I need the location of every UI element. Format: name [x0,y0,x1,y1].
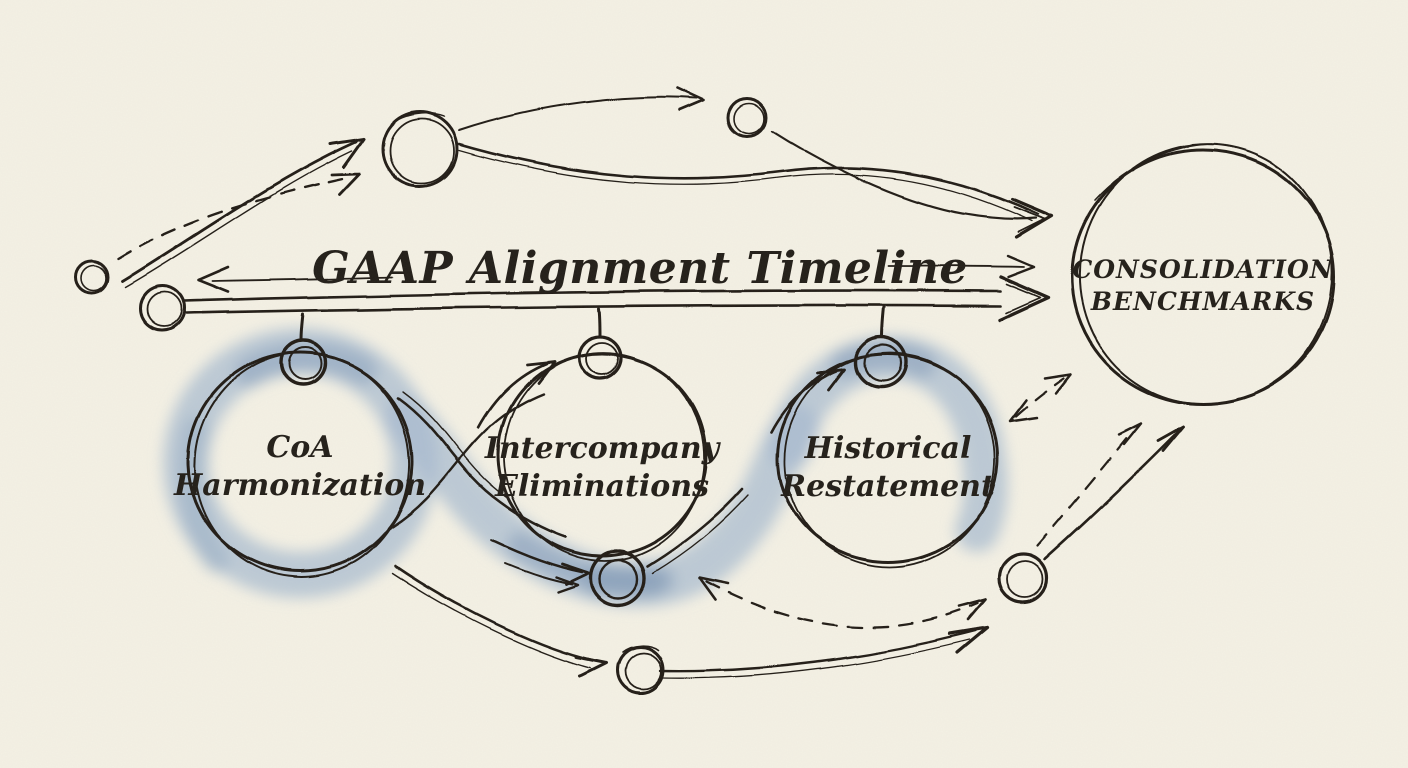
diagram-svg: GAAP Alignment Timeline CoA Harmonizatio… [0,0,1408,768]
paper-texture-overlay [0,0,1408,768]
sketch-canvas: GAAP Alignment Timeline CoA Harmonizatio… [0,0,1408,768]
